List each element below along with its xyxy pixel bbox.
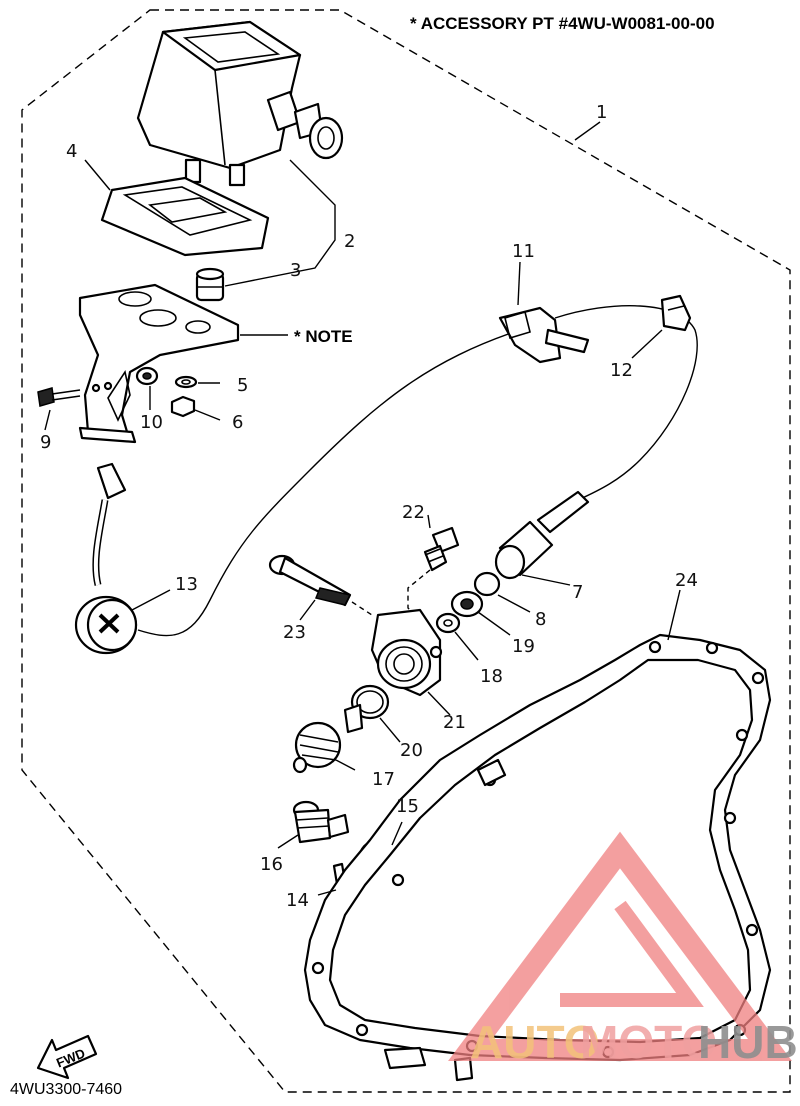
washer-5 <box>174 375 198 389</box>
callout-1: 1 <box>596 102 607 123</box>
callout-6: 6 <box>232 412 243 433</box>
oil-seal-19 <box>450 590 484 618</box>
callout-23: 23 <box>283 622 306 643</box>
callout-labels: 1 2 3 4 5 6 7 8 9 10 11 12 13 14 15 16 1… <box>40 102 698 911</box>
callout-8: 8 <box>535 609 546 630</box>
watermark-logo <box>448 831 792 1061</box>
callout-15: 15 <box>396 796 419 817</box>
watermark-text: AUTO MOTO HUB <box>470 1016 798 1068</box>
callout-4: 4 <box>66 141 77 162</box>
accessory-note: * ACCESSORY PT #4WU-W0081-00-00 <box>410 14 715 33</box>
cable-guide <box>660 294 692 332</box>
callout-11: 11 <box>512 241 535 262</box>
bolt-9 <box>37 381 113 407</box>
callout-12: 12 <box>610 360 633 381</box>
callout-21: 21 <box>443 712 466 733</box>
kit-boundary <box>21 9 791 1093</box>
callout-16: 16 <box>260 854 283 875</box>
collar-10 <box>135 366 159 386</box>
watermark-hub: HUB <box>698 1016 798 1068</box>
callout-13: 13 <box>175 574 198 595</box>
nut-6 <box>170 395 196 418</box>
grommet <box>195 267 225 302</box>
callout-3: 3 <box>290 260 301 281</box>
callout-10: 10 <box>140 412 163 433</box>
leader-lines <box>44 121 681 896</box>
meter-assembly <box>136 20 344 187</box>
meter-cable <box>74 305 698 655</box>
bolt-23 <box>268 554 373 616</box>
callout-17: 17 <box>372 769 395 790</box>
screw-22 <box>407 526 460 616</box>
callout-24: 24 <box>675 570 698 591</box>
gear-case-21 <box>370 608 443 697</box>
washer-18 <box>435 612 461 634</box>
meter-bracket <box>100 176 270 257</box>
driven-gear-17 <box>292 703 364 774</box>
watermark-auto: AUTO <box>470 1016 600 1068</box>
callout-18: 18 <box>480 666 503 687</box>
callout-19: 19 <box>512 636 535 657</box>
callout-14: 14 <box>286 890 309 911</box>
o-ring-20-inner <box>356 690 384 714</box>
callout-2: 2 <box>344 231 355 252</box>
watermark-moto: MOTO <box>580 1016 717 1068</box>
callout-5: 5 <box>237 375 248 396</box>
drawing-code: 4WU3300-7460 <box>10 1081 122 1098</box>
fwd-arrow: FWD <box>36 1034 98 1080</box>
callout-22: 22 <box>402 502 425 523</box>
note-label: * NOTE <box>294 327 353 346</box>
meter-stay <box>78 283 240 444</box>
drive-gear-16 <box>292 800 350 844</box>
cable-end-7 <box>494 490 590 580</box>
callout-9: 9 <box>40 432 51 453</box>
callout-20: 20 <box>400 740 423 761</box>
cable-clamp <box>498 306 590 364</box>
o-ring-8 <box>473 571 501 597</box>
callout-7: 7 <box>572 582 583 603</box>
